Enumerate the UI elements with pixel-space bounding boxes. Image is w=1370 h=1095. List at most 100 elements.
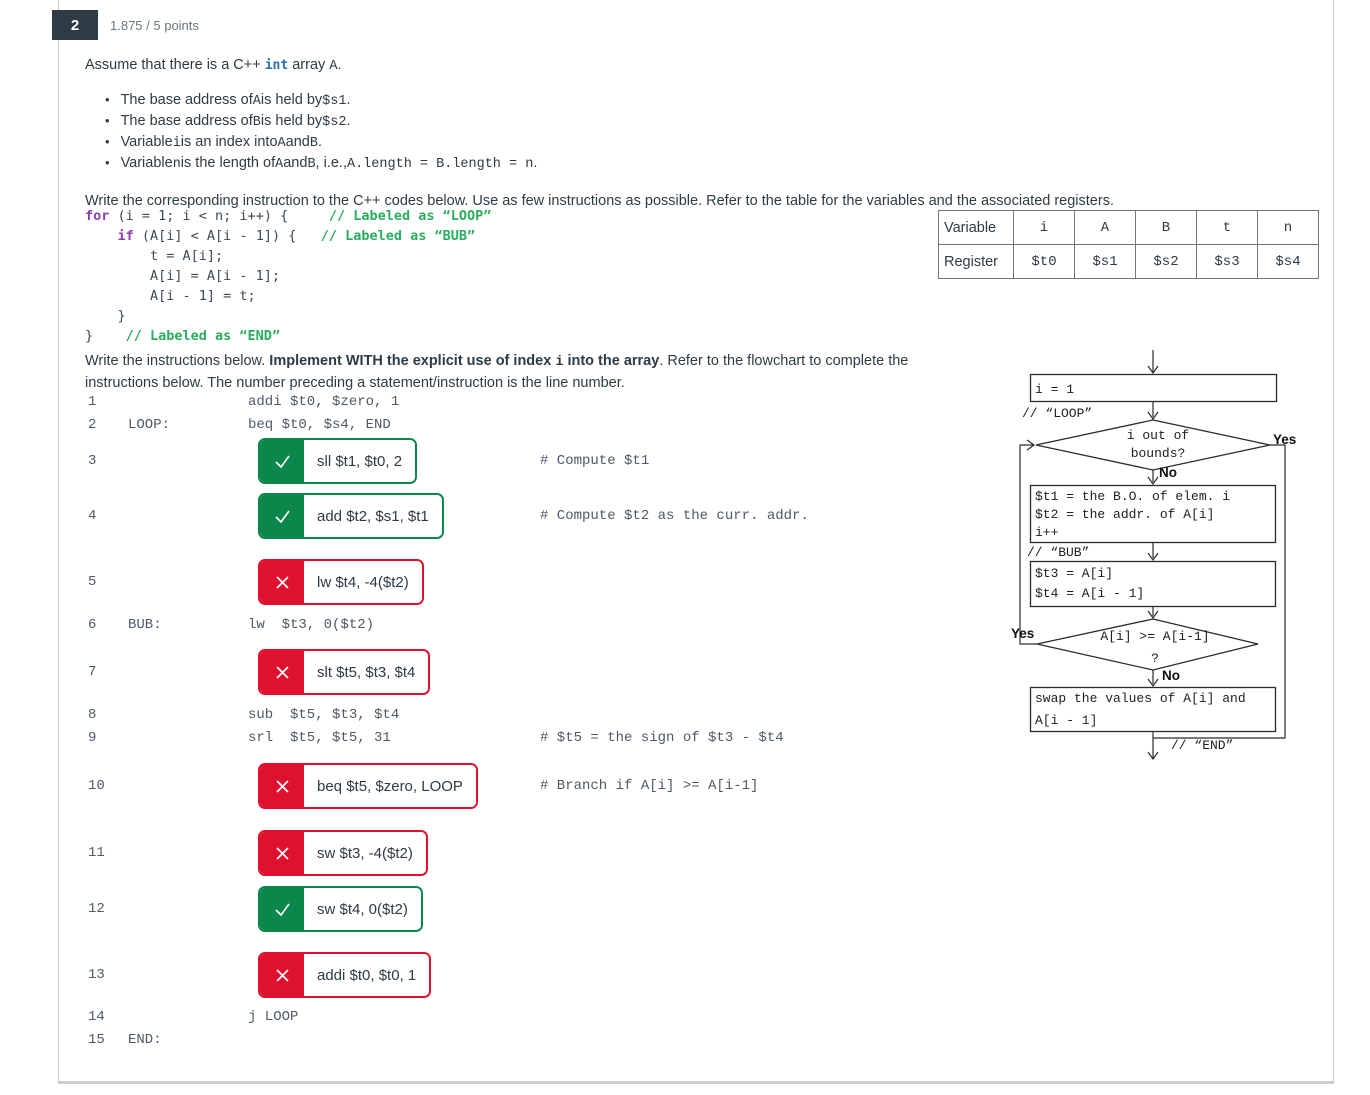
answer-text: addi $t0, $t0, 1 <box>304 954 430 996</box>
asm-label: END: <box>128 1032 162 1048</box>
correct-check-icon <box>260 440 304 482</box>
asm-label: LOOP: <box>128 417 171 433</box>
svg-text:$t2 = the addr. of A[i]: $t2 = the addr. of A[i] <box>1035 507 1214 522</box>
answer-box[interactable]: slt $t5, $t3, $t4 <box>258 649 431 695</box>
asm-line-number: 6 <box>88 617 97 633</box>
correct-check-icon <box>260 888 304 930</box>
loop-back-line <box>1019 444 1037 645</box>
answer-box[interactable]: sw $t4, 0($t2) <box>258 886 423 932</box>
table-cell: $t0 <box>1013 244 1075 279</box>
svg-text:$t4 = A[i - 1]: $t4 = A[i - 1] <box>1035 586 1144 601</box>
bullet-item: •The base address of A is held by $s1. <box>105 92 351 109</box>
init-box <box>1029 373 1278 403</box>
yes-label: Yes <box>1011 626 1034 641</box>
svg-text:i out of: i out of <box>1127 428 1189 443</box>
answer-box[interactable]: lw $t4, -4($t2) <box>258 559 424 605</box>
answer-box[interactable]: sll $t1, $t0, 2 <box>258 438 418 484</box>
incorrect-x-icon <box>260 832 304 874</box>
asm-line-number: 10 <box>88 778 105 794</box>
yes-branch-line <box>1153 444 1286 739</box>
bullet-item: •The base address of B is held by $s2. <box>105 113 351 130</box>
no-label: No <box>1159 465 1177 480</box>
svg-text:// “END”: // “END” <box>1171 738 1233 753</box>
asm-line-number: 14 <box>88 1009 105 1025</box>
answer-box[interactable]: sw $t3, -4($t2) <box>258 830 428 876</box>
asm-comment: # $t5 = the sign of $t3 - $t4 <box>540 730 784 746</box>
table-cell: $s2 <box>1135 244 1197 279</box>
asm-line-number: 2 <box>88 417 97 433</box>
table-header-cell: Register <box>938 244 1014 279</box>
svg-text:$t1 = the B.O. of elem. i: $t1 = the B.O. of elem. i <box>1035 489 1230 504</box>
svg-text:i++: i++ <box>1035 525 1059 540</box>
svg-text:swap the values of A[i] and: swap the values of A[i] and <box>1035 691 1246 706</box>
asm-line-number: 15 <box>88 1032 105 1048</box>
correct-check-icon <box>260 495 304 537</box>
cpp-code-line: A[i - 1] = t; <box>85 288 256 304</box>
asm-line-number: 3 <box>88 453 97 469</box>
yes-label: Yes <box>1273 432 1296 447</box>
svg-text:A[i] >= A[i-1]: A[i] >= A[i-1] <box>1100 629 1209 644</box>
cpp-code-line: } <box>85 308 126 324</box>
asm-code: j LOOP <box>248 1009 299 1025</box>
compare-diamond <box>1036 618 1259 671</box>
prompt-flowchart: Write the instructions below. Implement … <box>85 353 909 391</box>
asm-line-number: 13 <box>88 967 105 983</box>
asm-line-number: 11 <box>88 845 105 861</box>
bounds-check-diamond <box>1035 419 1271 471</box>
cpp-code-block: for (i = 1; i < n; i++) { // Labeled as … <box>85 206 491 346</box>
asm-line-number: 12 <box>88 901 105 917</box>
svg-text:i = 1: i = 1 <box>1035 382 1074 397</box>
asm-code: addi $t0, $zero, 1 <box>248 394 400 410</box>
no-label: No <box>1162 668 1180 683</box>
flowchart: i = 1 // “LOOP” i out of bounds? Yes No … <box>1011 350 1296 761</box>
table-cell: $s1 <box>1074 244 1136 279</box>
bullet-list: •The base address of A is held by $s1. •T… <box>105 92 537 176</box>
answer-text: beq $t5, $zero, LOOP <box>304 765 476 807</box>
answer-box[interactable]: beq $t5, $zero, LOOP <box>258 763 478 809</box>
answer-box[interactable]: addi $t0, $t0, 1 <box>258 952 432 998</box>
asm-code: sub $t5, $t3, $t4 <box>248 707 400 723</box>
cpp-code-line: for (i = 1; i < n; i++) { // Labeled as … <box>85 208 492 224</box>
asm-line-number: 9 <box>88 730 97 746</box>
bullet-dot: • <box>105 92 110 107</box>
bullet-dot: • <box>105 134 110 149</box>
asm-line-number: 8 <box>88 707 97 723</box>
asm-comment: # Compute $t2 as the curr. addr. <box>540 508 809 524</box>
svg-text:bounds?: bounds? <box>1131 446 1186 461</box>
asm-code: srl $t5, $t5, 31 <box>248 730 391 746</box>
asm-comment: # Compute $t1 <box>540 453 650 469</box>
svg-text:$t3 = A[i]: $t3 = A[i] <box>1035 566 1113 581</box>
cpp-code-line: if (A[i] < A[i - 1]) { // Labeled as “BU… <box>117 228 476 244</box>
asm-line-number: 4 <box>88 508 97 524</box>
cpp-code-line: } // Labeled as “END” <box>85 328 281 344</box>
answer-text: add $t2, $s1, $t1 <box>304 495 442 537</box>
cpp-code-line: t = A[i]; <box>85 248 224 264</box>
incorrect-x-icon <box>260 651 304 693</box>
incorrect-x-icon <box>260 954 304 996</box>
bullet-dot: • <box>105 113 110 128</box>
asm-line-number: 5 <box>88 574 97 590</box>
bullet-dot: • <box>105 155 110 170</box>
question-number-badge: 2 <box>52 10 98 40</box>
answer-text: sll $t1, $t0, 2 <box>304 440 416 482</box>
incorrect-x-icon <box>260 765 304 807</box>
table-cell: t <box>1196 210 1258 245</box>
svg-text:// “LOOP”: // “LOOP” <box>1022 406 1092 421</box>
swap-box <box>1029 686 1277 733</box>
asm-comment: # Branch if A[i] >= A[i-1] <box>540 778 759 794</box>
asm-line-number: 7 <box>88 664 97 680</box>
answer-text: sw $t4, 0($t2) <box>304 888 421 930</box>
cpp-code-line: A[i] = A[i - 1]; <box>85 268 281 284</box>
table-cell: n <box>1257 210 1319 245</box>
incorrect-x-icon <box>260 561 304 603</box>
table-cell: i <box>1013 210 1075 245</box>
answer-text: slt $t5, $t3, $t4 <box>304 651 429 693</box>
asm-line-number: 1 <box>88 394 97 410</box>
table-cell: A <box>1074 210 1136 245</box>
bullet-item: •Variable n is the length of A and B, i.… <box>105 155 538 172</box>
answer-box[interactable]: add $t2, $s1, $t1 <box>258 493 444 539</box>
prompt-registers: Write the corresponding instruction to t… <box>85 193 1114 209</box>
answer-text: sw $t3, -4($t2) <box>304 832 426 874</box>
svg-text:A[i - 1]: A[i - 1] <box>1035 713 1097 728</box>
